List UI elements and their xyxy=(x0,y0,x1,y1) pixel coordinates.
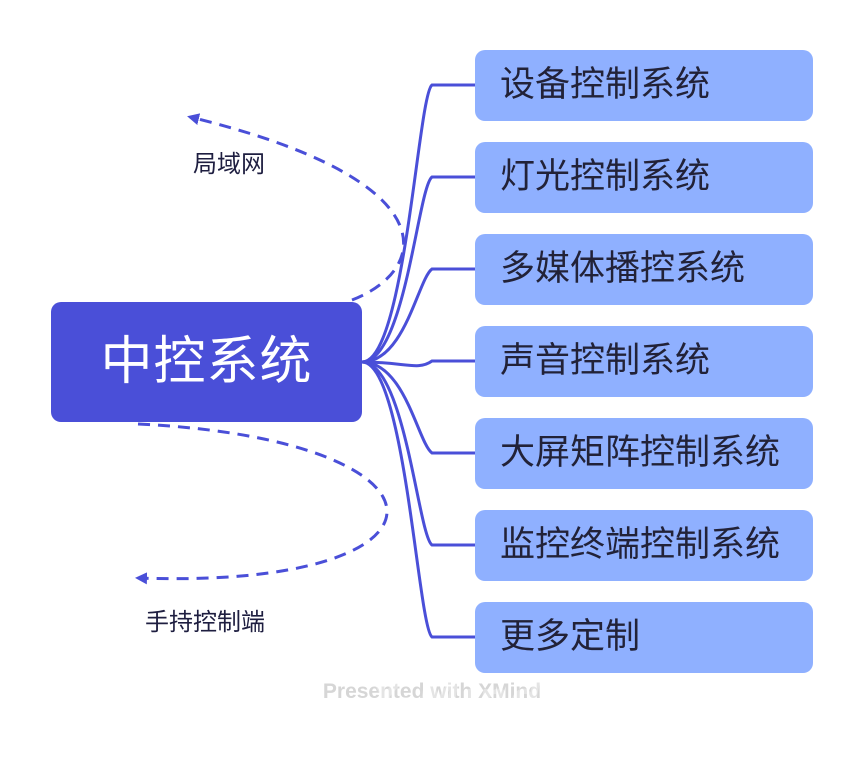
connector-lines xyxy=(135,83,477,639)
branch-label: 声音控制系统 xyxy=(500,341,711,381)
mind-map-canvas: X-Mind 中控系统 设备控制系统 灯光控制系统 多媒体播控系统 声音控制系统… xyxy=(51,50,813,722)
branch-connector xyxy=(360,83,477,364)
branch-connector xyxy=(360,360,477,455)
branch-topic[interactable]: 更多定制 xyxy=(475,602,813,673)
branch-connector xyxy=(360,175,477,364)
watermark: X-Mind xyxy=(369,673,542,722)
branch-label: 大屏矩阵控制系统 xyxy=(500,433,781,473)
branch-label: 设备控制系统 xyxy=(500,65,711,105)
branch-topic[interactable]: 大屏矩阵控制系统 xyxy=(475,418,813,489)
branch-connector xyxy=(360,360,477,547)
relationship-line-handheld xyxy=(135,422,389,585)
footer-credit: Presented with XMind xyxy=(322,680,542,703)
branch-topic[interactable]: 灯光控制系统 xyxy=(475,142,813,213)
relationship-line-lan xyxy=(187,113,405,302)
branch-label: 监控终端控制系统 xyxy=(500,525,781,565)
relationship-label-handheld[interactable]: 手持控制端 xyxy=(145,608,265,636)
branch-topic[interactable]: 声音控制系统 xyxy=(475,326,813,397)
branch-topic[interactable]: 设备控制系统 xyxy=(475,50,813,121)
relationship-label-lan[interactable]: 局域网 xyxy=(193,150,265,178)
branch-connector xyxy=(360,267,477,364)
branch-connector xyxy=(360,359,477,368)
branch-label: 多媒体播控系统 xyxy=(500,249,746,289)
branch-topic[interactable]: 监控终端控制系统 xyxy=(475,510,813,581)
central-topic-label: 中控系统 xyxy=(100,332,313,392)
branch-label: 灯光控制系统 xyxy=(500,157,711,197)
branch-label: 更多定制 xyxy=(500,617,641,657)
branch-connector xyxy=(360,360,477,639)
branch-topic[interactable]: 多媒体播控系统 xyxy=(475,234,813,305)
central-topic[interactable]: X-Mind 中控系统 xyxy=(51,302,540,722)
